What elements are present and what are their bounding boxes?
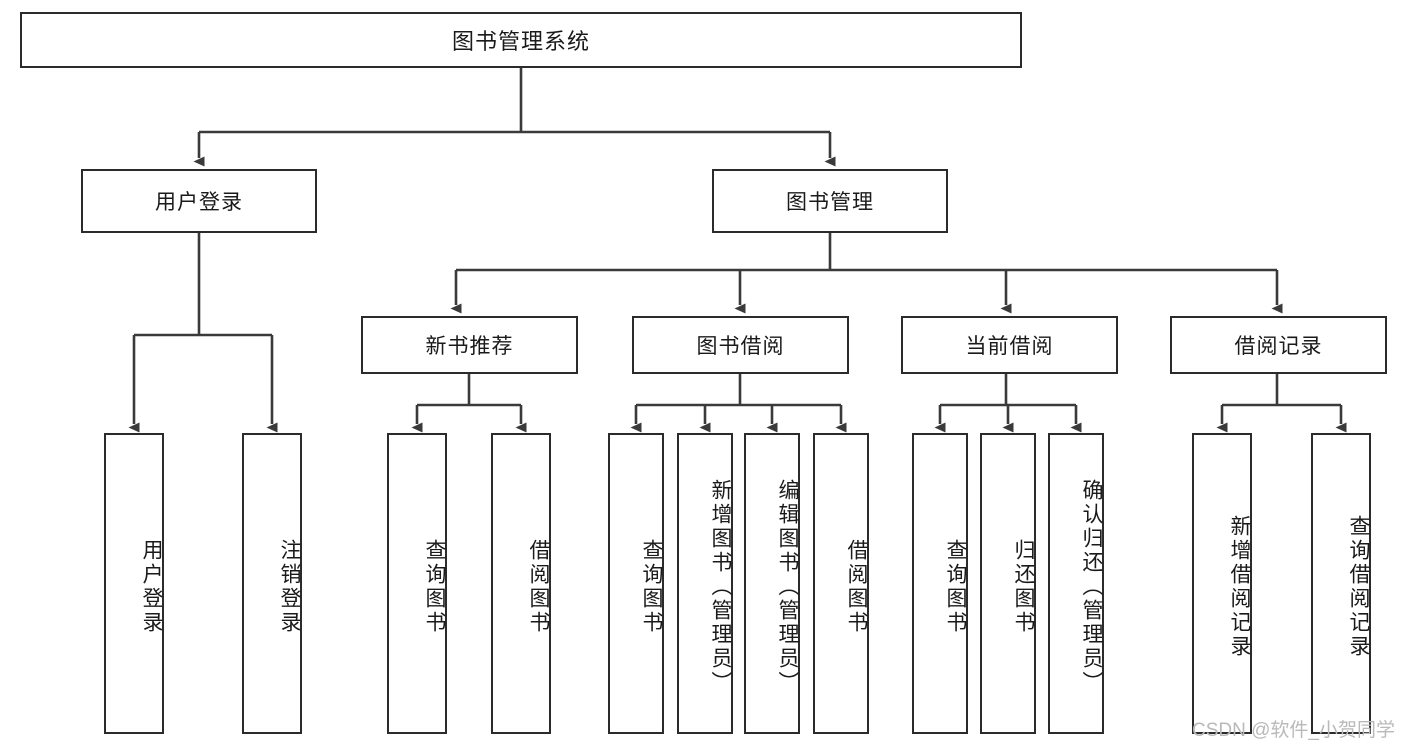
node-label: 查询图书 (423, 538, 446, 635)
node-label: 注销登录 (278, 538, 301, 635)
node-label: 借阅图书 (845, 538, 868, 635)
node-label: 编辑图书（管理员） (776, 478, 799, 695)
watermark-text: CSDN @软件_小贺同学 (1192, 720, 1395, 741)
node-book-management[interactable]: 图书管理 (712, 169, 948, 233)
node-label: 用户登录 (155, 191, 243, 214)
leaf-user-login-1[interactable]: 注销登录 (242, 433, 302, 734)
leaf-book-borrow-1[interactable]: 新增图书（管理员） (677, 433, 733, 734)
node-label: 查询图书 (944, 538, 967, 635)
node-label: 查询借阅记录 (1347, 514, 1370, 659)
node-label: 图书管理 (786, 191, 874, 214)
node-new-book-recommend[interactable]: 新书推荐 (361, 316, 578, 374)
node-root-book-management-system[interactable]: 图书管理系统 (20, 12, 1022, 68)
leaf-current-borrow-1[interactable]: 归还图书 (980, 433, 1036, 734)
node-book-borrow[interactable]: 图书借阅 (632, 316, 849, 374)
node-label: 新增图书（管理员） (709, 478, 732, 695)
leaf-borrow-record-0[interactable]: 新增借阅记录 (1192, 433, 1252, 734)
node-label: 借阅图书 (527, 538, 550, 635)
node-current-borrow[interactable]: 当前借阅 (901, 316, 1118, 374)
node-label: 当前借阅 (965, 335, 1054, 358)
leaf-current-borrow-0[interactable]: 查询图书 (912, 433, 968, 734)
node-label: 归还图书 (1012, 538, 1035, 635)
leaf-book-borrow-2[interactable]: 编辑图书（管理员） (744, 433, 800, 734)
leaf-new-book-recommend-1[interactable]: 借阅图书 (491, 433, 551, 734)
leaf-current-borrow-2[interactable]: 确认归还（管理员） (1048, 433, 1104, 734)
leaf-borrow-record-1[interactable]: 查询借阅记录 (1311, 433, 1371, 734)
node-user-login[interactable]: 用户登录 (81, 169, 317, 233)
leaf-book-borrow-3[interactable]: 借阅图书 (813, 433, 869, 734)
node-label: 用户登录 (140, 538, 163, 635)
node-label: 确认归还（管理员） (1080, 478, 1103, 695)
node-label: 图书借阅 (696, 335, 785, 358)
node-label: 借阅记录 (1234, 335, 1323, 358)
node-borrow-record[interactable]: 借阅记录 (1170, 316, 1387, 374)
leaf-book-borrow-0[interactable]: 查询图书 (608, 433, 664, 734)
node-label: 查询图书 (640, 538, 663, 635)
leaf-user-login-0[interactable]: 用户登录 (104, 433, 164, 734)
node-label: 新增借阅记录 (1228, 514, 1251, 659)
node-label: 新书推荐 (425, 335, 514, 358)
leaf-new-book-recommend-0[interactable]: 查询图书 (387, 433, 447, 734)
node-label: 图书管理系统 (451, 29, 590, 54)
